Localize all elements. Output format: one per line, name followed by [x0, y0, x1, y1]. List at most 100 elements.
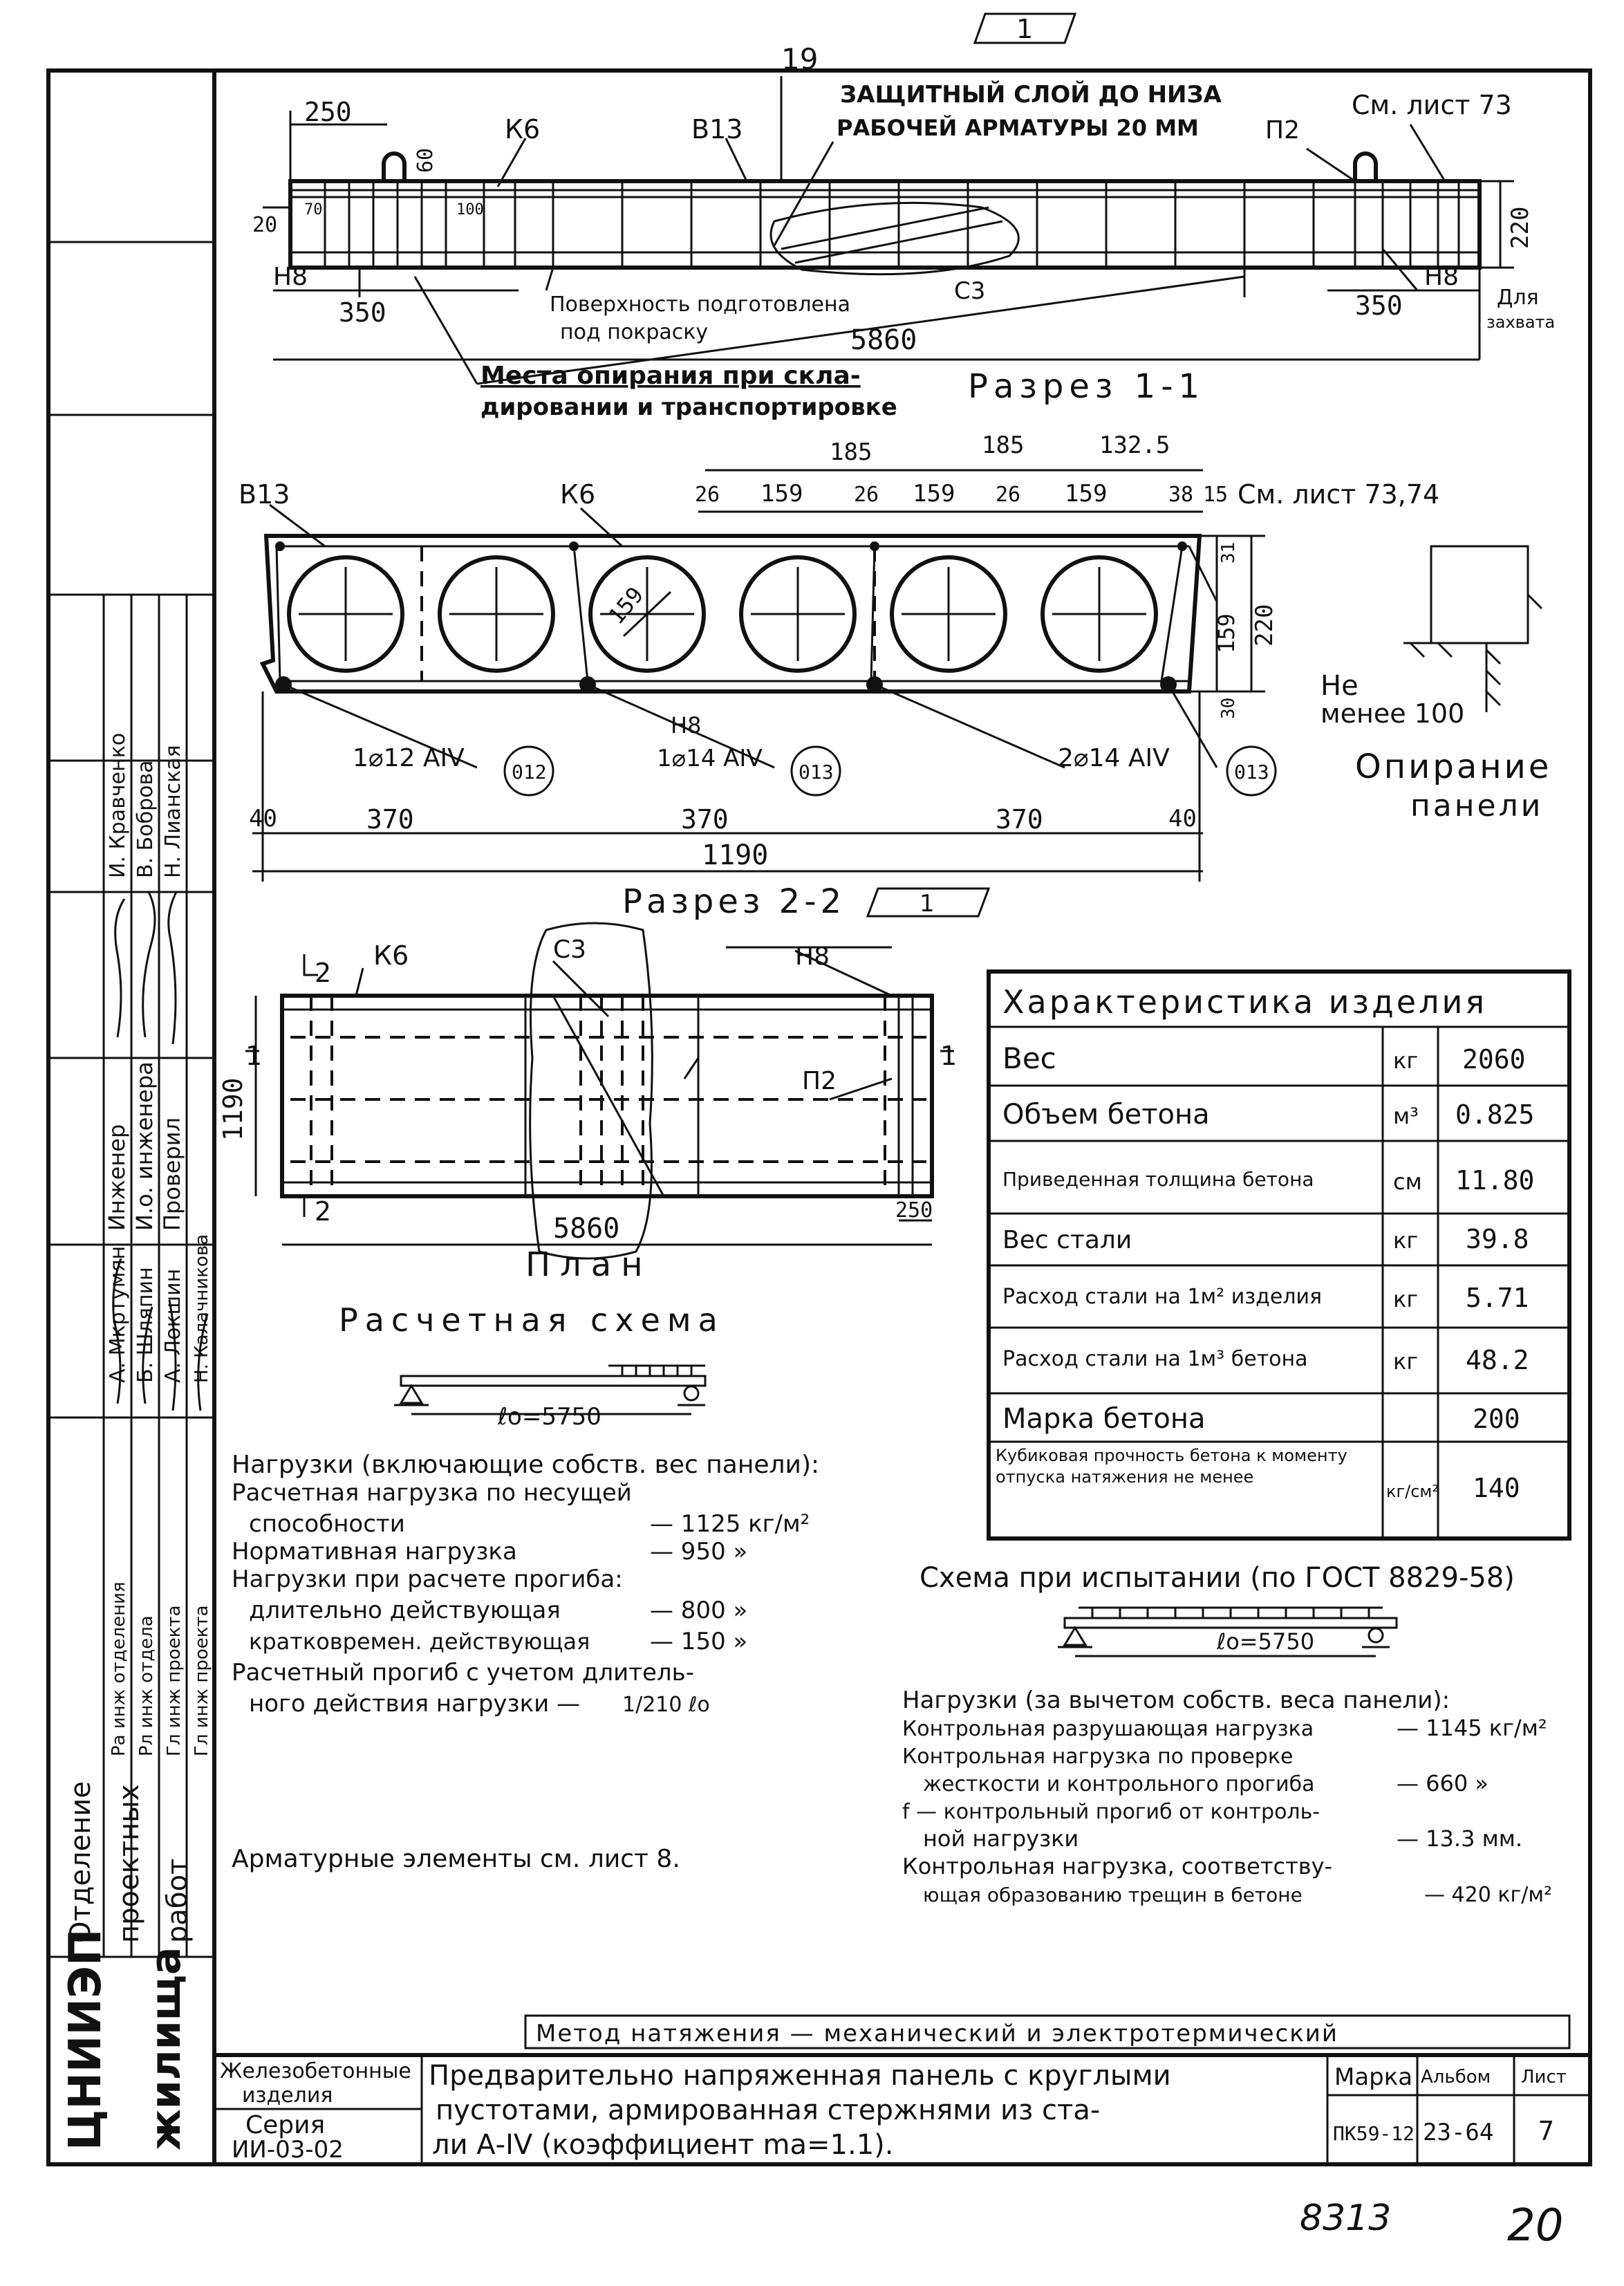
spec-row-8-name: Кубиковая прочность бетона к моменту отп…	[996, 1446, 1347, 1487]
spec-row-4-value: 39.8	[1466, 1224, 1529, 1254]
elev-p2: П2	[1265, 116, 1300, 145]
section-marker: 1	[1016, 14, 1033, 44]
elev-protective-note-1: ЗАЩИТНЫЙ СЛОЙ ДО НИЗА	[840, 80, 1222, 109]
role-2: Рл инж отдела	[136, 1615, 157, 1756]
elev-dim-60: 60	[413, 148, 438, 173]
test-l4: жесткости и контрольного прогиба	[923, 1772, 1315, 1796]
signature-marks	[112, 891, 209, 1411]
test-l3: Контрольная нагрузка по проверке	[902, 1745, 1293, 1769]
cs-rebar-1: 1⌀12 АIV	[353, 744, 465, 772]
spec-row-1-value: 2060	[1462, 1044, 1526, 1075]
tb-category-1: Железобетонные	[220, 2059, 411, 2083]
cs-dim-132: 132.5	[1099, 431, 1170, 459]
loads-l1: Нагрузки (включающие собств. вес панели)…	[232, 1451, 819, 1479]
name-3: Н. Лианская	[161, 745, 185, 878]
org-name: ЦНИИЭП	[60, 1929, 111, 2150]
spec-row-7-value: 200	[1473, 1404, 1520, 1434]
method-text: Метод натяжения — механический и электро…	[536, 2020, 1338, 2047]
plan-p2: П2	[802, 1067, 837, 1095]
spec-row-7-name: Марка бетона	[1002, 1403, 1206, 1435]
top-number: 19	[781, 42, 818, 76]
elev-support-note-2: дировании и транспортировке	[480, 393, 897, 421]
role-1: Ра инж отделения	[109, 1581, 129, 1756]
elev-for-grip-1: Для	[1497, 286, 1539, 310]
test-title: Схема при испытании (по ГОСТ 8829-58)	[920, 1562, 1515, 1594]
plan-title: План	[525, 1245, 653, 1284]
plan-mark-1-left: 1	[245, 1041, 262, 1071]
tb-h-album: Альбом	[1421, 2067, 1491, 2088]
elev-n8-right: Н8	[1424, 263, 1459, 291]
test-scheme: Схема при испытании (по ГОСТ 8829-58) ℓо…	[902, 1562, 1552, 1907]
dept-name-2: проектных	[113, 1785, 145, 1944]
spec-row-3-name: Приведенная толщина бетона	[1002, 1168, 1314, 1191]
cs-dim-26a: 26	[695, 483, 720, 507]
cs-dim-38: 38	[1168, 483, 1193, 507]
cs-section-title: Разрез 2-2	[622, 882, 846, 921]
tb-category-2: изделия	[242, 2083, 333, 2108]
test-l6: ной нагрузки	[923, 1825, 1079, 1852]
elev-dim-250: 250	[304, 97, 352, 127]
spec-row-5-value: 5.71	[1466, 1283, 1529, 1313]
cs-v13: В13	[239, 479, 290, 510]
loads-l7v: — 150 »	[650, 1628, 747, 1655]
cs-see-sheet: См. лист 73,74	[1238, 479, 1439, 510]
tb-desc-2: пустотами, армированная стержнями из ста…	[436, 2094, 1100, 2126]
role-4: Гл инж проекта	[192, 1605, 212, 1756]
loads-l6v: — 800 »	[650, 1597, 747, 1624]
test-l1: Нагрузки (за вычетом собств. веса панели…	[902, 1686, 1450, 1714]
footer-left: 8313	[1300, 2197, 1391, 2239]
cs-section-marker: 1	[920, 890, 935, 918]
title-1: Инженер	[104, 1124, 130, 1231]
cs-dim-1190: 1190	[702, 839, 768, 871]
support-detail: Не менее 100 Опирание панели	[1320, 545, 1549, 824]
support-min-2: менее 100	[1320, 698, 1464, 729]
spec-title: Характеристика изделия	[1002, 983, 1487, 1021]
tb-series-1: Серия	[245, 2111, 325, 2139]
test-l2v: — 1145 кг/м²	[1397, 1715, 1547, 1741]
loads-l9: ного действия нагрузки —	[249, 1690, 580, 1718]
cs-dim-370a: 370	[366, 804, 414, 835]
cs-dim-159-diag: 159	[603, 582, 648, 629]
elev-for-grip-2: захвата	[1486, 313, 1555, 332]
test-l4v: — 660 »	[1397, 1770, 1488, 1796]
loads-l6: длительно действующая	[249, 1597, 561, 1624]
outer-frame	[46, 68, 1592, 2166]
spec-row-2-value: 0.825	[1455, 1099, 1534, 1130]
plan-k6: К6	[373, 940, 409, 971]
tb-sheet: 7	[1538, 2116, 1554, 2146]
spec-row-3-unit: см	[1393, 1169, 1422, 1195]
elev-dim-5860: 5860	[850, 324, 917, 356]
cs-section-marker-box	[866, 887, 991, 918]
spec-table: Характеристика изделия Вес кг 2060 Объем…	[987, 969, 1571, 1541]
elev-k6: К6	[505, 114, 540, 145]
cs-dim-159a: 159	[760, 480, 803, 508]
elev-see-sheet: См. лист 73	[1352, 90, 1512, 120]
spec-row-1-unit: кг	[1393, 1048, 1418, 1074]
elev-dim-350-right: 350	[1355, 290, 1403, 321]
spec-row-1-name: Вес	[1002, 1041, 1056, 1075]
title-block: Железобетонные изделия Серия ИИ-03-02 Пр…	[214, 2055, 1590, 2164]
spec-row-6-value: 48.2	[1466, 1345, 1529, 1375]
name-2: В. Боброва	[133, 760, 158, 878]
spec-row-3-value: 11.80	[1455, 1165, 1534, 1196]
cross-section-view: В13 К6 26 159 26 159 26 159 38 15 185 18…	[239, 431, 1439, 921]
loads-l4v: — 950 »	[650, 1538, 747, 1565]
elev-v13: В13	[691, 114, 743, 145]
spec-row-6-unit: кг	[1393, 1348, 1418, 1375]
test-l6v: — 13.3 мм.	[1397, 1825, 1522, 1852]
elev-dim-20: 20	[252, 213, 277, 237]
engineer-4: Н. Калачникова	[192, 1234, 212, 1383]
cs-rebar-2: 1⌀14 АIV	[657, 745, 763, 772]
plan-dim-250: 250	[895, 1198, 933, 1223]
rebar-note: Арматурные элементы см. лист 8.	[232, 1845, 680, 1873]
spec-row-5-name: Расход стали на 1м² изделия	[1002, 1285, 1322, 1309]
plan-mark-2-top: 2	[315, 958, 331, 988]
cs-dim-31: 31	[1218, 542, 1239, 564]
title-2: И.о. инженера	[131, 1061, 158, 1231]
cs-dim-30: 30	[1218, 698, 1239, 719]
sidebar: ЦНИИЭП жилища Отделение проектных работ …	[48, 241, 214, 2150]
cs-n8: Н8	[671, 712, 701, 738]
spec-row-5-unit: кг	[1393, 1286, 1418, 1312]
role-3: Гл инж проекта	[164, 1605, 185, 1756]
